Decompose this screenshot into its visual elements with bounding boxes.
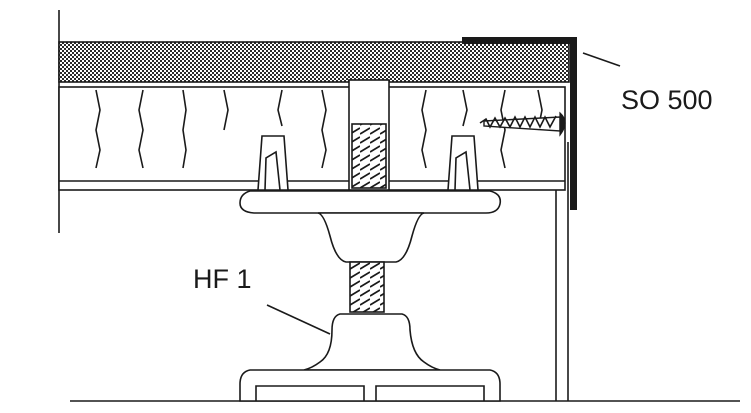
so500-label: SO 500	[621, 85, 713, 115]
center-thread-top	[351, 123, 387, 189]
fixing-screw	[479, 111, 566, 137]
pedestal-clip-left	[257, 135, 289, 191]
hf1-label: HF 1	[193, 264, 252, 294]
floor-covering-layer	[58, 41, 570, 83]
pedestal-thread	[349, 261, 385, 313]
hf1-leader-line	[266, 304, 331, 335]
so500-leader-line	[582, 52, 621, 67]
floor-board-layer	[58, 86, 566, 191]
pedestal-clip-right	[447, 135, 479, 191]
pedestal	[239, 190, 502, 402]
